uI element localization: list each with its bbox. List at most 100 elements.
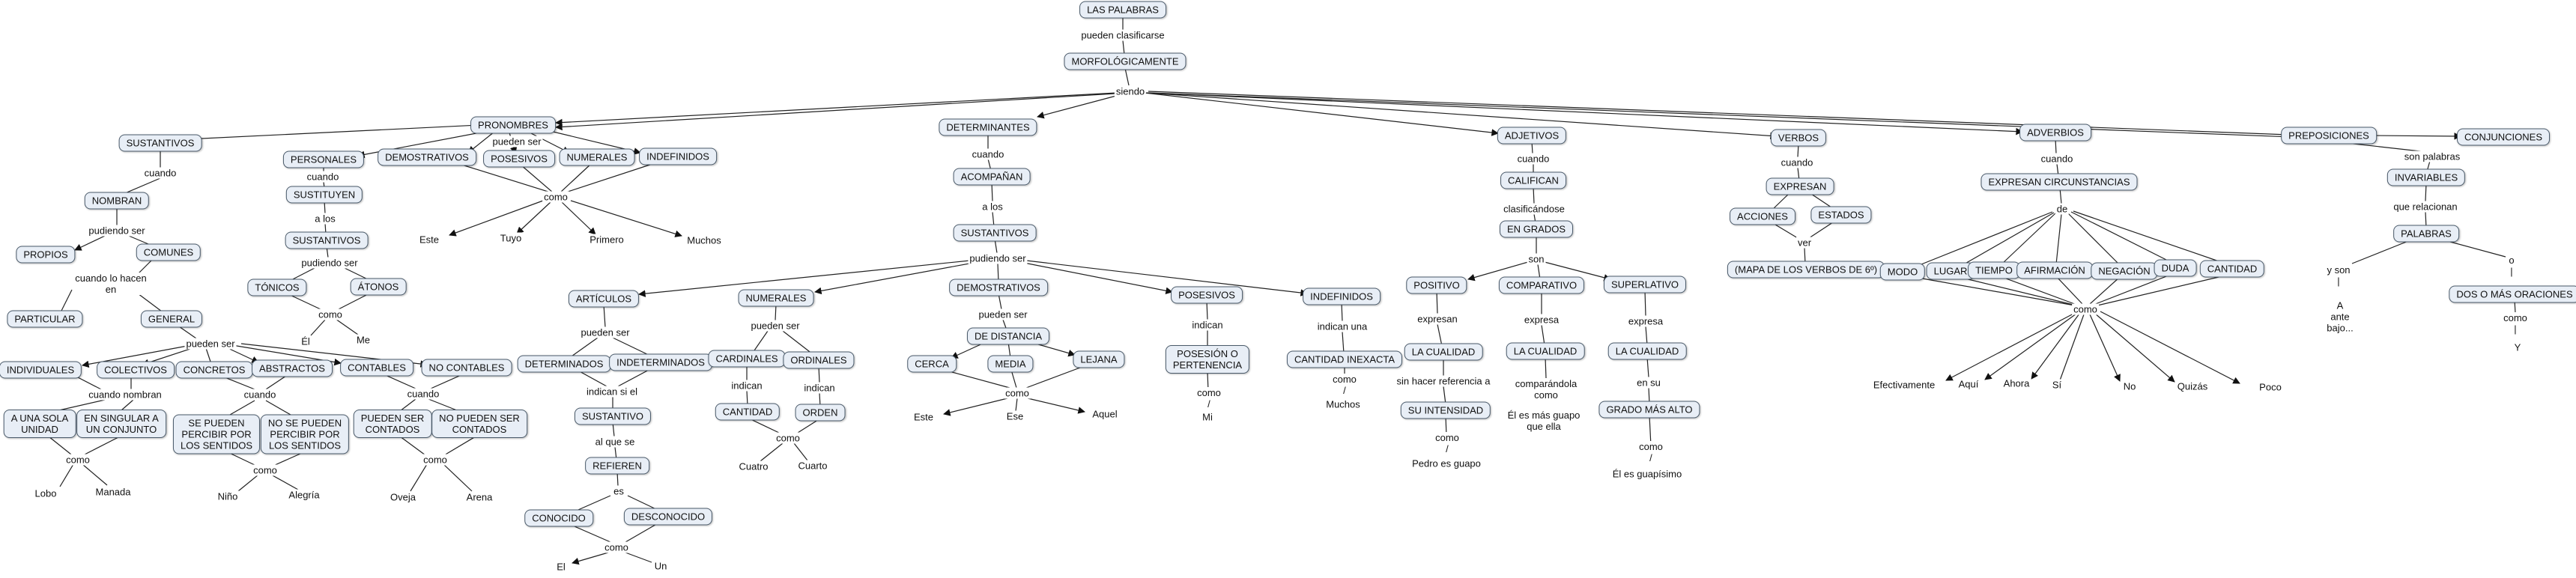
concept-tiempo[interactable]: TIEMPO	[1968, 261, 2020, 279]
concept-dos-o-mas[interactable]: DOS O MÁS ORACIONES	[2449, 285, 2576, 303]
concept-grado-mas-alto[interactable]: GRADO MÁS ALTO	[1598, 401, 1700, 419]
concept-sustantivos-pron[interactable]: SUSTANTIVOS	[285, 231, 369, 249]
concept-no-contables[interactable]: NO CONTABLES	[421, 359, 512, 377]
link-como-indef: como /	[1331, 374, 1358, 396]
connector-line	[1645, 326, 1648, 346]
concept-la-cualidad-pos[interactable]: LA CUALIDAD	[1404, 343, 1483, 361]
concept-posesivos-det[interactable]: POSESIVOS	[1171, 286, 1243, 304]
concept-preposiciones[interactable]: PREPOSICIONES	[2281, 127, 2377, 144]
example-cuatro: Cuatro	[737, 460, 770, 472]
concept-singular-conjunto[interactable]: EN SINGULAR A UN CONJUNTO	[76, 410, 166, 438]
concept-concretos[interactable]: CONCRETOS	[175, 361, 253, 379]
concept-cantidad-adv[interactable]: CANTIDAD	[2199, 260, 2265, 278]
example-manada: Manada	[94, 486, 133, 498]
concept-no-se-pueden-percibir[interactable]: NO SE PUEDEN PERCIBIR POR LOS SENTIDOS	[260, 414, 350, 454]
concept-negacion[interactable]: NEGACIÓN	[2091, 262, 2158, 280]
concept-expresan[interactable]: EXPRESAN	[1766, 177, 1834, 195]
concept-la-cualidad-sup[interactable]: LA CUALIDAD	[1607, 342, 1687, 360]
concept-media[interactable]: MEDIA	[987, 355, 1034, 373]
concept-en-grados[interactable]: EN GRADOS	[1499, 220, 1574, 238]
concept-acompanan[interactable]: ACOMPAÑAN	[953, 168, 1031, 186]
concept-se-pueden-percibir[interactable]: SE PUEDEN PERCIBIR POR LOS SENTIDOS	[172, 414, 261, 454]
concept-su-intensidad[interactable]: SU INTENSIDAD	[1400, 401, 1491, 419]
concept-abstractos[interactable]: ABSTRACTOS	[252, 359, 333, 377]
connector-line	[565, 161, 660, 193]
concept-ordinales[interactable]: ORDINALES	[783, 351, 855, 369]
concept-orden[interactable]: ORDEN	[795, 404, 846, 422]
concept-lejana[interactable]: LEJANA	[1073, 350, 1125, 368]
concept-determinantes[interactable]: DETERMINANTES	[939, 118, 1037, 136]
concept-superlativo[interactable]: SUPERLATIVO	[1603, 276, 1687, 293]
example-y: Y	[2512, 341, 2523, 353]
example-lobo: Lobo	[33, 487, 58, 499]
example-el-es-guapisimo: Él es guapísimo	[1610, 468, 1684, 480]
concept-numerales-pron[interactable]: NUMERALES	[559, 148, 635, 166]
concept-la-cualidad-comp[interactable]: LA CUALIDAD	[1506, 342, 1585, 360]
concept-acciones[interactable]: ACCIONES	[1730, 207, 1795, 225]
concept-colectivos[interactable]: COLECTIVOS	[97, 361, 175, 379]
concept-no-pueden-ser-contados[interactable]: NO PUEDEN SER CONTADOS	[431, 410, 527, 438]
concept-posesivos-pron[interactable]: POSESIVOS	[483, 150, 555, 168]
concept-propios[interactable]: PROPIOS	[16, 246, 76, 264]
concept-palabras2[interactable]: PALABRAS	[2393, 225, 2459, 243]
concept-adjetivos[interactable]: ADJETIVOS	[1497, 127, 1567, 144]
concept-contables[interactable]: CONTABLES	[340, 359, 413, 377]
concept-desconocido[interactable]: DESCONOCIDO	[623, 508, 713, 526]
concept-numerales-det[interactable]: NUMERALES	[738, 289, 814, 307]
concept-sustantivos[interactable]: SUSTANTIVOS	[118, 134, 202, 152]
concept-comparativo[interactable]: COMPARATIVO	[1498, 276, 1585, 294]
link-son-palabras: son palabras	[2402, 150, 2462, 162]
concept-sustantivo[interactable]: SUSTANTIVO	[574, 407, 652, 425]
concept-sustituyen[interactable]: SUSTITUYEN	[285, 186, 363, 204]
concept-de-distancia[interactable]: DE DISTANCIA	[966, 327, 1050, 345]
connector-line	[2031, 313, 2080, 380]
connector-line	[617, 368, 652, 387]
concept-verbos[interactable]: VERBOS	[1770, 129, 1827, 147]
concept-demostrativos-det[interactable]: DEMOSTRATIVOS	[949, 279, 1048, 296]
concept-cardinales[interactable]: CARDINALES	[708, 350, 786, 368]
concept-demostrativos-pron[interactable]: DEMOSTRATIVOS	[378, 148, 476, 166]
concept-una-sola-unidad[interactable]: A UNA SOLA UNIDAD	[3, 410, 76, 438]
concept-morfologicamente[interactable]: MORFOLÓGICAMENTE	[1064, 52, 1187, 70]
concept-califican[interactable]: CALIFICAN	[1500, 171, 1566, 189]
concept-individuales[interactable]: INDIVIDUALES	[0, 361, 82, 379]
concept-cerca[interactable]: CERCA	[907, 355, 957, 373]
example-me: Me	[354, 334, 372, 346]
connector-line	[1148, 92, 2293, 141]
concept-positivo[interactable]: POSITIVO	[1406, 276, 1467, 294]
concept-indefinidos-pron[interactable]: INDEFINIDOS	[639, 147, 717, 165]
concept-determinados[interactable]: DETERMINADOS	[517, 355, 611, 373]
concept-refieren[interactable]: REFIEREN	[585, 457, 649, 475]
concept-posesion[interactable]: POSESIÓN O PERTENENCIA	[1165, 345, 1250, 374]
concept-comunes[interactable]: COMUNES	[136, 243, 201, 261]
concept-pronombres[interactable]: PRONOMBRES	[470, 116, 556, 134]
connector-line	[555, 92, 1118, 127]
concept-cantidad-inexacta[interactable]: CANTIDAD INEXACTA	[1286, 350, 1403, 368]
concept-articulos[interactable]: ARTÍCULOS	[568, 290, 640, 308]
concept-afirmacion[interactable]: AFIRMACIÓN	[2016, 261, 2093, 279]
concept-personales[interactable]: PERSONALES	[282, 150, 365, 168]
concept-estados[interactable]: ESTADOS	[1810, 206, 1872, 224]
link-siendo: siendo	[1114, 85, 1147, 97]
concept-duda[interactable]: DUDA	[2154, 259, 2197, 277]
concept-lugar[interactable]: LUGAR	[1926, 262, 1975, 280]
concept-conocido[interactable]: CONOCIDO	[524, 509, 593, 527]
concept-cantidad-det[interactable]: CANTIDAD	[715, 403, 781, 421]
concept-mapa-verbos[interactable]: (MAPA DE LOS VERBOS DE 6º)	[1727, 261, 1885, 279]
concept-pueden-ser-contados[interactable]: PUEDEN SER CONTADOS	[353, 410, 432, 438]
concept-tonicos[interactable]: TÓNICOS	[247, 279, 307, 296]
concept-expresan-circ[interactable]: EXPRESAN CIRCUNSTANCIAS	[1981, 173, 2138, 191]
concept-sustantivos-det[interactable]: SUSTANTIVOS	[953, 224, 1037, 242]
concept-atonos[interactable]: ÁTONOS	[350, 278, 407, 296]
concept-particular[interactable]: PARTICULAR	[7, 310, 83, 328]
concept-indeterminados[interactable]: INDETERMINADOS	[609, 353, 712, 371]
concept-nombran[interactable]: NOMBRAN	[84, 192, 150, 210]
concept-general[interactable]: GENERAL	[140, 310, 203, 328]
link-cuando-verbos: cuando	[1779, 156, 1815, 168]
concept-modo[interactable]: MODO	[1879, 263, 1926, 281]
concept-adverbios[interactable]: ADVERBIOS	[2019, 124, 2091, 142]
concept-conjunciones[interactable]: CONJUNCIONES	[2456, 128, 2551, 146]
concept-indefinidos-det[interactable]: INDEFINIDOS	[1303, 288, 1381, 305]
concept-invariables[interactable]: INVARIABLES	[2386, 168, 2466, 186]
concept-las-palabras[interactable]: LAS PALABRAS	[1079, 1, 1166, 19]
